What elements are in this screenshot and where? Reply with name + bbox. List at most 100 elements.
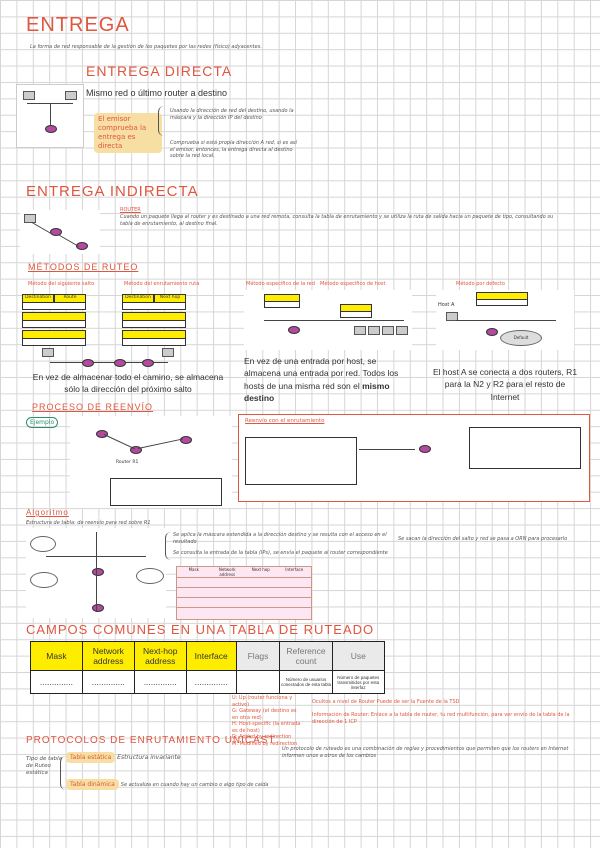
static-label: Tabla estática <box>66 752 116 763</box>
caption-next-hop: En vez de almacenar todo el camino, se a… <box>32 372 224 395</box>
campos-note-right1: Ocultos a nivel de Router Puede de ser l… <box>312 699 460 705</box>
indirecta-sub: ROUTER <box>120 207 141 213</box>
table-cell <box>235 670 281 694</box>
table-header-cell: Interface <box>285 567 304 572</box>
flag-note-g: G: Gateway (el destino es en otra red) <box>232 708 297 721</box>
protocol-item-dynamic: Tabla dinámica Se actualiza en cuando ha… <box>66 779 269 790</box>
protocol-item-static: Tabla estática Estructura invariante <box>66 752 181 763</box>
table-header-row: Mask Network address Next-hop address In… <box>30 641 386 671</box>
direct-delivery-diagram <box>16 84 84 148</box>
static-desc: Estructura invariante <box>117 754 181 761</box>
routing-table-mock <box>110 478 222 506</box>
metodos-title: MÉTODOS DE RUTEO <box>28 262 139 272</box>
algo-note1: Se aplica la máscara extendida a la dire… <box>173 532 387 545</box>
host-icon <box>446 312 458 321</box>
router-icon <box>180 436 192 444</box>
host-icon <box>382 326 394 335</box>
flag-note-h: H: Host-specific (la entrada es de host) <box>232 721 301 734</box>
metodos-col1: Método del siguiente salto <box>28 281 95 287</box>
router-icon <box>142 359 154 367</box>
forwarding-right-box: Reenvío con el enrutamiento <box>238 414 590 502</box>
table-cell: .............. <box>30 670 83 694</box>
divider <box>177 597 311 598</box>
protocolos-note: Un protocolo de ruteado es una combinaci… <box>282 746 569 759</box>
column-header-network-address: Network address <box>81 641 135 671</box>
routing-table-fields: Mask Network address Next-hop address In… <box>30 641 386 694</box>
caption-network-specific: En vez de una entrada por host, se almac… <box>244 355 412 404</box>
table-cell <box>264 301 300 308</box>
caption-network-specific-text: En vez de una entrada por host, se almac… <box>244 356 399 391</box>
table-cell <box>22 302 86 310</box>
table-header-cell: Network address <box>218 567 236 577</box>
caption-default: El host A se conecta a dos routers, R1 p… <box>432 367 578 402</box>
network-cloud <box>30 536 56 552</box>
network-line <box>46 556 146 557</box>
table-cell <box>22 338 86 346</box>
proceso-title: PROCESO DE REENVÍO <box>32 402 154 412</box>
dynamic-desc: Se actualiza en cuando hay un cambio o a… <box>120 782 269 788</box>
table-cell: Número de paquetes transmitidos por esta… <box>331 670 386 694</box>
network-line <box>264 320 404 321</box>
right-box-label: Reenvío con el enrutamiento <box>245 418 325 424</box>
table-cell <box>122 320 186 328</box>
brace <box>165 532 172 560</box>
flag-note-d: D: Added by redirection <box>232 734 292 740</box>
caption-network-specific-bold: mismo destino <box>244 380 390 403</box>
directa-note2: Comprueba si está propia dirección A red… <box>170 140 297 159</box>
indirecta-note: Cuando un paquete llega al router y es d… <box>120 214 554 227</box>
network-line <box>456 320 556 321</box>
table-header-cell: Mask <box>188 567 199 572</box>
network-line <box>103 434 136 450</box>
router-icon <box>45 125 57 133</box>
network-line <box>50 362 168 363</box>
network-line <box>96 532 97 612</box>
brace <box>158 106 169 136</box>
network-line <box>137 438 184 449</box>
host-icon <box>24 214 36 223</box>
network-cloud <box>30 572 58 588</box>
router-icon <box>419 445 431 453</box>
column-header-flags: Flags <box>235 641 281 671</box>
network-specific-diagram <box>244 290 412 350</box>
proceso-tag: Ejemplo <box>26 417 59 428</box>
host-icon <box>65 91 77 100</box>
table-header-cell: Next hop <box>251 567 270 572</box>
entrega-subtitle: La forma de red responsable de la gestió… <box>30 44 262 50</box>
algo-note3: Se sacan la dirección del salto y red se… <box>398 536 568 542</box>
table-cell: .............. <box>133 670 187 694</box>
network-cloud <box>136 568 164 584</box>
flags-notes: U: Up (router funciona y activo) G: Gate… <box>232 695 302 747</box>
host-icon <box>396 326 408 335</box>
metodos-col4: Método específico de host <box>320 281 386 287</box>
table-cell <box>122 302 186 310</box>
network-line <box>359 449 415 450</box>
metodos-col3: Método específico de la red <box>246 281 315 287</box>
directa-title: ENTREGA DIRECTA <box>86 63 233 79</box>
router-icon <box>114 359 126 367</box>
next-hop-tables: Destination Route Destination Next hop <box>22 292 226 367</box>
host-icon <box>23 91 35 100</box>
host-icon <box>368 326 380 335</box>
table-cell <box>122 338 186 346</box>
router-icon <box>92 568 104 576</box>
router-icon <box>96 430 108 438</box>
divider <box>177 577 311 578</box>
table-cell: .............. <box>185 670 237 694</box>
host-icon <box>162 348 174 357</box>
divider <box>177 587 311 588</box>
brace <box>60 756 67 790</box>
router-icon <box>288 326 300 334</box>
routing-table-mock <box>469 427 581 469</box>
indirecta-title: ENTREGA INDIRECTA <box>26 183 199 200</box>
host-icon <box>42 348 54 357</box>
table-cell: .............. <box>81 670 135 694</box>
forwarding-table: Mask Network address Next hop Interface <box>176 566 312 620</box>
directa-note-head: Mismo red o último router a destino <box>86 88 228 98</box>
flag-note-u: U: Up (router funciona y activo) <box>232 695 293 708</box>
table-cell <box>22 320 86 328</box>
directa-note1: Usando la dirección de red del destino, … <box>170 108 294 121</box>
network-line <box>50 103 51 125</box>
indirect-delivery-diagram <box>20 210 100 254</box>
internet-cloud: Default <box>500 330 542 346</box>
protocolos-left: Tipo de tabla de Ruteo estática <box>26 756 63 777</box>
